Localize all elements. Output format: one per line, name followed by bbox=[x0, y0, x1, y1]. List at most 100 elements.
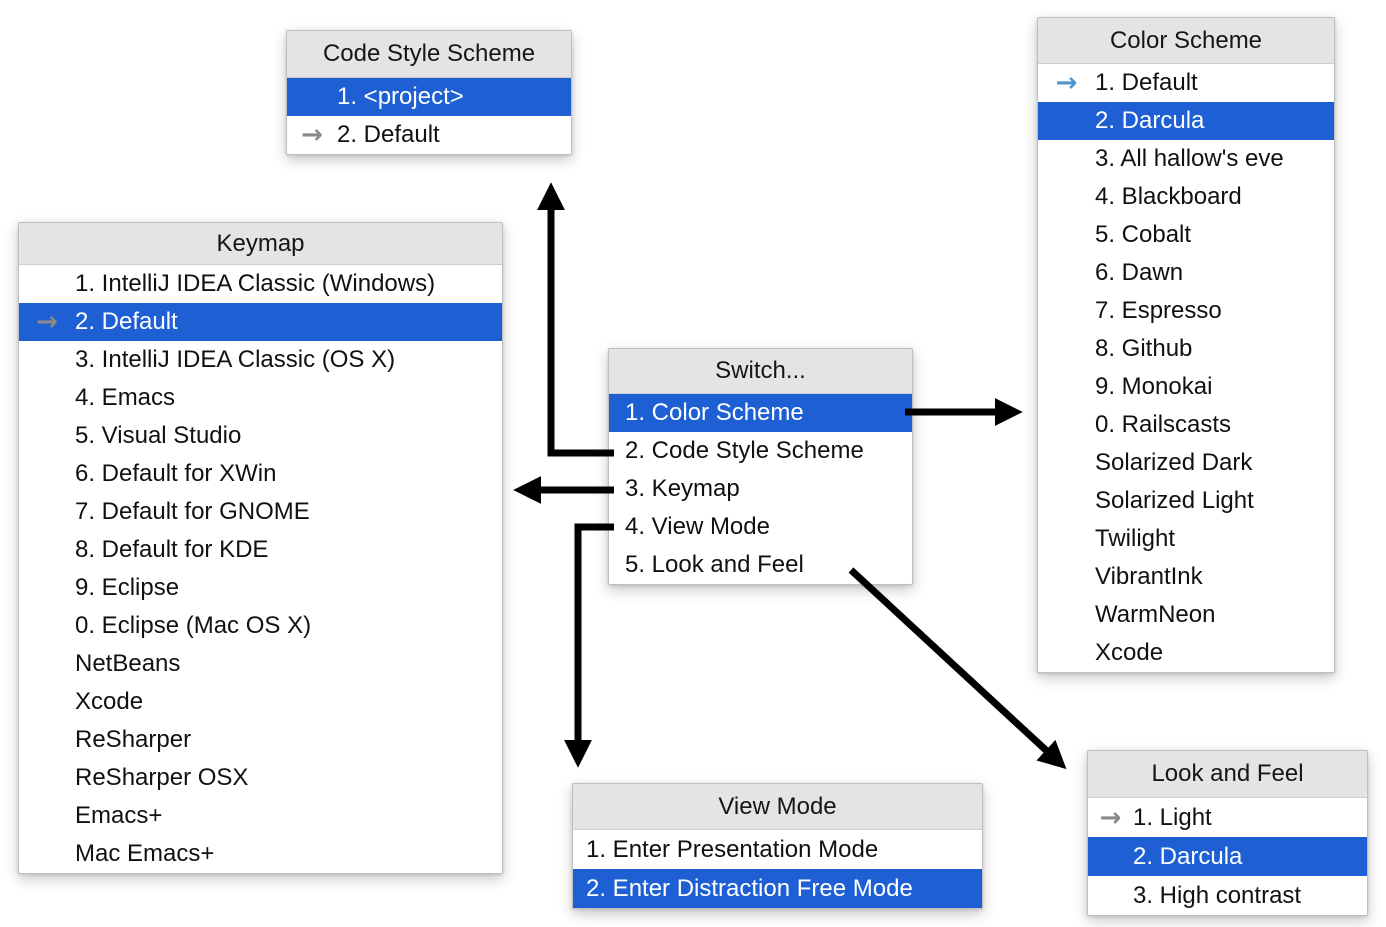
menu-item-label: 5. Visual Studio bbox=[75, 422, 242, 449]
menu-item-label: 3. High contrast bbox=[1133, 881, 1302, 909]
menu-item[interactable]: VibrantInk bbox=[1038, 558, 1334, 596]
menu-item[interactable]: 5. Cobalt bbox=[1038, 216, 1334, 254]
menu-item-label: Twilight bbox=[1095, 525, 1176, 552]
menu-item[interactable]: → 2. Default bbox=[19, 303, 502, 341]
menu-item[interactable]: 4. View Mode bbox=[609, 508, 912, 546]
menu-item[interactable]: 3. IntelliJ IDEA Classic (OS X) bbox=[19, 341, 502, 379]
menu-item-label: 2. Darcula bbox=[1095, 107, 1205, 134]
menu-item-label: 6. Default for XWin bbox=[75, 460, 277, 487]
menu-item[interactable]: 7. Espresso bbox=[1038, 292, 1334, 330]
menu-item[interactable]: 1. IntelliJ IDEA Classic (Windows) bbox=[19, 265, 502, 303]
menu-item[interactable]: 4. Blackboard bbox=[1038, 178, 1334, 216]
menu-item[interactable]: 6. Default for XWin bbox=[19, 455, 502, 493]
menu-item[interactable]: 5. Look and Feel bbox=[609, 546, 912, 584]
menu-item-label: 4. Emacs bbox=[75, 384, 176, 411]
menu-item[interactable]: Xcode bbox=[1038, 634, 1334, 672]
menu-item-label: Xcode bbox=[1095, 639, 1164, 666]
menu-item[interactable]: 1. Enter Presentation Mode bbox=[573, 830, 982, 869]
menu-item[interactable]: → 1. Light bbox=[1088, 798, 1367, 837]
menu-item-label: 9. Monokai bbox=[1095, 373, 1213, 400]
menu-item-label: 2. Default bbox=[337, 121, 440, 148]
view-mode-menu-list: 1. Enter Presentation Mode 2. Enter Dist… bbox=[573, 830, 982, 908]
view-mode-popup-title: View Mode bbox=[573, 784, 982, 830]
current-selection-gray-arrow-icon: → bbox=[36, 307, 58, 337]
menu-item-label: 2. Default bbox=[75, 308, 178, 335]
menu-item[interactable]: ReSharper bbox=[19, 721, 502, 759]
color-scheme-popup: Color Scheme → 1. Default 2. Darcula 3. … bbox=[1037, 17, 1335, 673]
menu-item-label: 5. Look and Feel bbox=[625, 551, 804, 578]
menu-item-label: ReSharper bbox=[75, 726, 192, 753]
switch-menu-list: 1. Color Scheme 2. Code Style Scheme 3. … bbox=[609, 394, 912, 584]
menu-item[interactable]: 3. High contrast bbox=[1088, 876, 1367, 915]
menu-item[interactable]: 0. Railscasts bbox=[1038, 406, 1334, 444]
code-style-scheme-popup-title: Code Style Scheme bbox=[287, 31, 571, 78]
menu-item-label: Solarized Light bbox=[1095, 487, 1254, 514]
menu-item[interactable]: 2. Code Style Scheme bbox=[609, 432, 912, 470]
menu-item[interactable]: Xcode bbox=[19, 683, 502, 721]
menu-item-label: 7. Espresso bbox=[1095, 297, 1222, 324]
menu-item[interactable]: 7. Default for GNOME bbox=[19, 493, 502, 531]
menu-item-label: Xcode bbox=[75, 688, 144, 715]
menu-item[interactable]: 3. Keymap bbox=[609, 470, 912, 508]
menu-item[interactable]: 9. Eclipse bbox=[19, 569, 502, 607]
view-mode-popup: View Mode 1. Enter Presentation Mode 2. … bbox=[572, 783, 983, 909]
menu-item[interactable]: 6. Dawn bbox=[1038, 254, 1334, 292]
color-scheme-menu-list: → 1. Default 2. Darcula 3. All hallow's … bbox=[1038, 64, 1334, 672]
switch-to-code-style-scheme-arrow bbox=[537, 182, 614, 457]
menu-item-label: ReSharper OSX bbox=[75, 764, 249, 791]
code-style-scheme-popup: Code Style Scheme 1. <project> → 2. Defa… bbox=[286, 30, 572, 155]
menu-item[interactable]: 2. Darcula bbox=[1088, 837, 1367, 876]
switch-to-look-and-feel-arrow bbox=[848, 567, 1067, 770]
menu-item-label: 2. Code Style Scheme bbox=[625, 437, 864, 464]
current-selection-blue-arrow-icon: → bbox=[1055, 68, 1078, 98]
menu-item[interactable]: 4. Emacs bbox=[19, 379, 502, 417]
menu-item-label: VibrantInk bbox=[1095, 563, 1203, 590]
menu-item[interactable]: Mac Emacs+ bbox=[19, 835, 502, 873]
color-scheme-popup-title: Color Scheme bbox=[1038, 18, 1334, 64]
menu-item[interactable]: 2. Enter Distraction Free Mode bbox=[573, 869, 982, 908]
look-and-feel-menu-list: → 1. Light 2. Darcula 3. High contrast bbox=[1088, 798, 1367, 915]
look-and-feel-popup: Look and Feel → 1. Light 2. Darcula 3. H… bbox=[1087, 750, 1368, 916]
menu-item[interactable]: → 1. Default bbox=[1038, 64, 1334, 102]
menu-item-label: 1. IntelliJ IDEA Classic (Windows) bbox=[75, 270, 436, 297]
menu-item-label: 5. Cobalt bbox=[1095, 221, 1192, 248]
menu-item-label: 9. Eclipse bbox=[75, 574, 180, 601]
menu-item[interactable]: 1. <project> bbox=[287, 78, 571, 116]
menu-item-label: 4. View Mode bbox=[625, 513, 770, 540]
keymap-popup-title: Keymap bbox=[19, 223, 502, 265]
switch-popup: Switch... 1. Color Scheme 2. Code Style … bbox=[608, 348, 913, 585]
keymap-menu-list: 1. IntelliJ IDEA Classic (Windows) → 2. … bbox=[19, 265, 502, 873]
menu-item-label: Mac Emacs+ bbox=[75, 840, 215, 867]
menu-item[interactable]: 8. Default for KDE bbox=[19, 531, 502, 569]
menu-item[interactable]: → 2. Default bbox=[287, 116, 571, 154]
menu-item[interactable]: NetBeans bbox=[19, 645, 502, 683]
menu-item[interactable]: 2. Darcula bbox=[1038, 102, 1334, 140]
menu-item[interactable]: Emacs+ bbox=[19, 797, 502, 835]
menu-item[interactable]: 8. Github bbox=[1038, 330, 1334, 368]
menu-item-label: 8. Github bbox=[1095, 335, 1193, 362]
menu-item-label: 6. Dawn bbox=[1095, 259, 1184, 286]
menu-item-label: WarmNeon bbox=[1095, 601, 1216, 628]
keymap-popup: Keymap 1. IntelliJ IDEA Classic (Windows… bbox=[18, 222, 503, 874]
menu-item[interactable]: 5. Visual Studio bbox=[19, 417, 502, 455]
menu-item-label: 0. Railscasts bbox=[1095, 411, 1232, 438]
menu-item[interactable]: 1. Color Scheme bbox=[609, 394, 912, 432]
menu-item-label: 3. Keymap bbox=[625, 475, 740, 502]
menu-item[interactable]: WarmNeon bbox=[1038, 596, 1334, 634]
menu-item[interactable]: Solarized Dark bbox=[1038, 444, 1334, 482]
menu-item[interactable]: 3. All hallow's eve bbox=[1038, 140, 1334, 178]
menu-item[interactable]: 9. Monokai bbox=[1038, 368, 1334, 406]
menu-item-label: NetBeans bbox=[75, 650, 181, 677]
menu-item-label: 1. Default bbox=[1095, 69, 1198, 96]
menu-item-label: 2. Darcula bbox=[1133, 842, 1243, 870]
menu-item-label: 1. Color Scheme bbox=[625, 399, 804, 426]
menu-item[interactable]: Twilight bbox=[1038, 520, 1334, 558]
current-selection-gray-arrow-icon: → bbox=[1099, 802, 1122, 833]
menu-item[interactable]: 0. Eclipse (Mac OS X) bbox=[19, 607, 502, 645]
menu-item-label: 8. Default for KDE bbox=[75, 536, 269, 563]
menu-item-label: 1. Enter Presentation Mode bbox=[586, 835, 879, 863]
menu-item-label: 1. Light bbox=[1133, 803, 1212, 831]
menu-item[interactable]: ReSharper OSX bbox=[19, 759, 502, 797]
menu-item[interactable]: Solarized Light bbox=[1038, 482, 1334, 520]
